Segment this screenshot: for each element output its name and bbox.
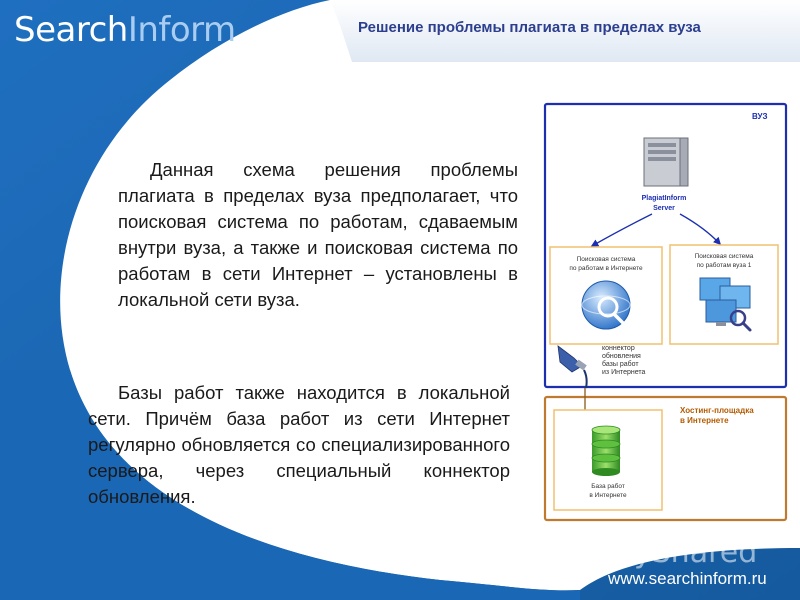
network-diagram: ВУЗ PlagiatInform Server Поисковая систе…: [543, 102, 788, 522]
arrow-server-to-internet-search: [590, 213, 653, 247]
vuz-search-label-line2: по работам вуза 1: [697, 261, 752, 269]
footer-url: www.searchinform.ru: [608, 569, 767, 588]
paragraph-1: Данная схема решения проблемы плагиата в…: [118, 159, 518, 310]
arrow-server-to-vuz-search: [679, 213, 722, 246]
vuz-search-label-line1: Поисковая система: [695, 253, 754, 260]
paragraph-2: Базы работ также находится в локальной с…: [88, 382, 510, 507]
database-label-line1: База работ: [591, 482, 625, 490]
hosting-label-line2: в Интернете: [680, 416, 729, 425]
database-icon: [591, 425, 621, 476]
searchinform-logo: SearchInform: [14, 10, 236, 50]
connector-plug-icon: [557, 345, 588, 389]
watermark: MyShared: [608, 535, 758, 570]
connector-label-line2: обновления: [602, 352, 641, 360]
vuz-label: ВУЗ: [752, 112, 767, 121]
server-label-line2: Server: [653, 205, 675, 212]
connector-label-line3: базы работ: [602, 360, 639, 368]
internet-search-label-line2: по работам в Интернете: [569, 264, 643, 272]
globe-search-icon: [581, 280, 631, 330]
server-icon: [643, 137, 689, 187]
database-label-line2: в Интернете: [589, 492, 627, 499]
connector-label-line4: из Интернета: [602, 369, 646, 376]
internet-search-label-line1: Поисковая система: [577, 256, 636, 263]
slide-title: Решение проблемы плагиата в пределах вуз…: [358, 19, 701, 36]
computers-search-icon: [699, 277, 752, 332]
server-label-line1: PlagiatInform: [642, 195, 687, 202]
hosting-label-line1: Хостинг-площадка: [680, 406, 754, 415]
connector-label-line1: коннектор: [602, 345, 635, 352]
logo-part2: Inform: [127, 10, 236, 50]
logo-part1: Search: [14, 10, 128, 50]
